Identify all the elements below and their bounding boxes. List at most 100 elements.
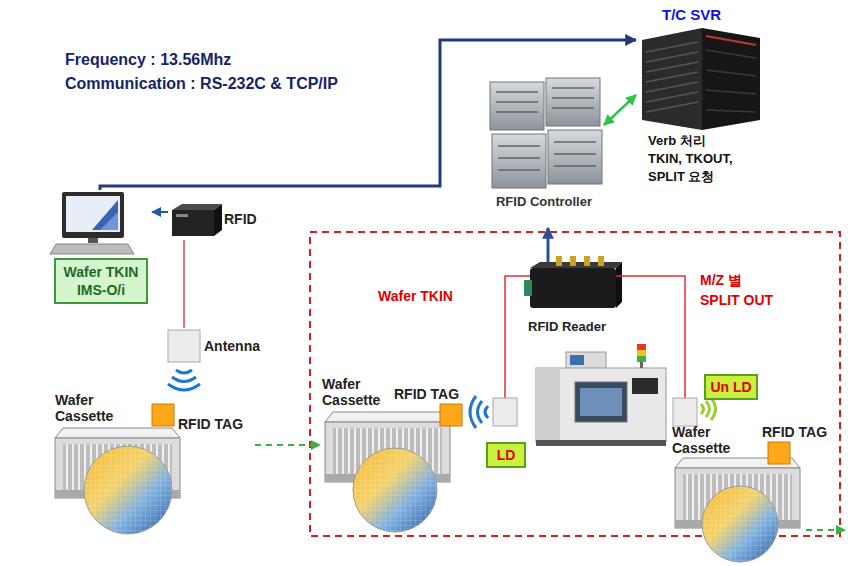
flow-arrow: [806, 525, 846, 535]
rfid-device-icon: [172, 204, 222, 210]
server-icon: [642, 28, 702, 130]
rfid-reader-icon: [570, 256, 576, 266]
ld-antenna-icon: [493, 398, 517, 426]
pc-icon: [66, 196, 120, 232]
connector: [255, 444, 320, 446]
machine-icon: [566, 352, 606, 370]
rfid-reader-icon: [616, 262, 622, 308]
wafer-cassette-icon: [440, 404, 462, 426]
spec-note: Communication : RS-232C & TCP/IP: [65, 74, 338, 94]
port-tag: Un LD: [704, 374, 758, 400]
connector: [547, 228, 550, 262]
controller-node: RFID Controller: [484, 72, 604, 228]
antenna-icon: [168, 330, 200, 390]
machine-icon: [637, 356, 646, 362]
load-node: LD: [486, 442, 526, 468]
pc-icon: [100, 212, 118, 230]
step-label: M/Z 별 SPLIT OUT: [700, 270, 778, 310]
rfid-device-icon: [176, 214, 188, 217]
machine-icon: [536, 344, 666, 446]
rfid-reader-icon: [556, 256, 562, 266]
flow-arrow: [836, 525, 846, 535]
server-icon: [646, 42, 698, 112]
controller-label: RFID Controller: [494, 194, 594, 209]
server-node: T/C SVRVerb 처리 TKIN, TKOUT, SPLIT 요청: [636, 4, 772, 188]
cassette-label: Wafer Cassette: [322, 376, 394, 408]
antenna-icon: [168, 370, 200, 390]
unload-node: Un LD: [704, 374, 758, 400]
wafer-cassette-icon: [675, 442, 800, 562]
controller-icon: [490, 82, 544, 130]
cassette-label: Wafer Cassette: [672, 424, 744, 456]
antenna-icon: [168, 330, 200, 362]
rfid-reader-icon: [524, 256, 622, 308]
server-icon: [706, 36, 756, 45]
wafer-cassette-icon: [84, 446, 172, 534]
tag-label: RFID TAG: [762, 424, 827, 440]
machine-icon: [637, 344, 646, 350]
pc-icon: [50, 192, 134, 254]
rfid-device-icon: [172, 204, 222, 236]
machine-icon: [637, 350, 646, 356]
ld-antenna-icon: [470, 396, 488, 428]
server-icon: [702, 28, 760, 130]
wafer-cassette-icon: [353, 448, 437, 532]
port-tag: LD: [486, 442, 526, 468]
cassette-label: Wafer Cassette: [55, 392, 135, 424]
server-icon: [706, 50, 756, 112]
antenna-label: Antenna: [204, 338, 260, 355]
machine-icon: [536, 368, 560, 442]
wafer-cassette-icon: [702, 486, 778, 562]
machine-icon: [570, 355, 584, 365]
machine-icon: [575, 382, 627, 422]
server-note: Verb 처리 TKIN, TKOUT, SPLIT 요청: [648, 132, 738, 186]
machine-icon: [580, 388, 622, 416]
cassette-node: Wafer CassetteRFID TAG: [320, 372, 480, 534]
region-outline: [310, 232, 840, 536]
rfid-reader-icon: [584, 256, 590, 266]
machine-icon: [536, 368, 666, 442]
unld-antenna-icon: [673, 398, 716, 426]
wafer-cassette-icon: [702, 486, 778, 562]
connector: [604, 95, 636, 125]
wafer-cassette-icon: [353, 448, 437, 532]
cassette-node: Wafer CassetteRFID TAG: [50, 388, 255, 538]
connector: [152, 211, 168, 213]
wafer-cassette-icon: [84, 446, 172, 534]
pc-icon: [92, 200, 118, 230]
wafer-cassette-icon: [325, 404, 462, 532]
rfid-reader-icon: [524, 280, 532, 296]
machine-icon: [536, 440, 666, 446]
spec-note: Frequency : 13.56Mhz: [65, 50, 231, 70]
pc-label-box: Wafer TKIN IMS-O/i: [54, 258, 148, 304]
antenna-node: Antenna: [166, 328, 276, 366]
cassette-node: Wafer Cassette RFID TAG: [668, 418, 840, 536]
pc-icon: [88, 238, 98, 243]
rfid-reader-icon: [530, 268, 616, 308]
rfid-device-node: RFID: [168, 200, 268, 240]
rfid-device-icon: [214, 204, 222, 236]
tag-label: RFID TAG: [178, 416, 243, 432]
wafer-cassette-icon: [768, 442, 790, 464]
unld-antenna-icon: [701, 398, 716, 420]
machine-icon: [632, 378, 658, 394]
reader-label: RFID Reader: [528, 319, 606, 335]
pc-node: Wafer TKIN IMS-O/i: [50, 190, 152, 304]
controller-icon: [548, 130, 602, 184]
controller-icon: [546, 78, 600, 126]
controller-icon: [492, 134, 546, 188]
connector: [183, 240, 185, 328]
rfid-reader-icon: [598, 256, 604, 266]
flow-arrow: [806, 529, 836, 531]
rfid-device-icon: [172, 210, 214, 236]
server-icon: [642, 28, 760, 130]
controller-icon: [496, 88, 596, 170]
step-label: Wafer TKIN: [378, 286, 453, 306]
reader-node: RFID Reader: [520, 262, 632, 338]
unld-antenna-icon: [673, 398, 697, 426]
tag-label: RFID TAG: [394, 386, 459, 402]
pc-icon: [50, 244, 134, 254]
controller-icon: [490, 78, 602, 188]
